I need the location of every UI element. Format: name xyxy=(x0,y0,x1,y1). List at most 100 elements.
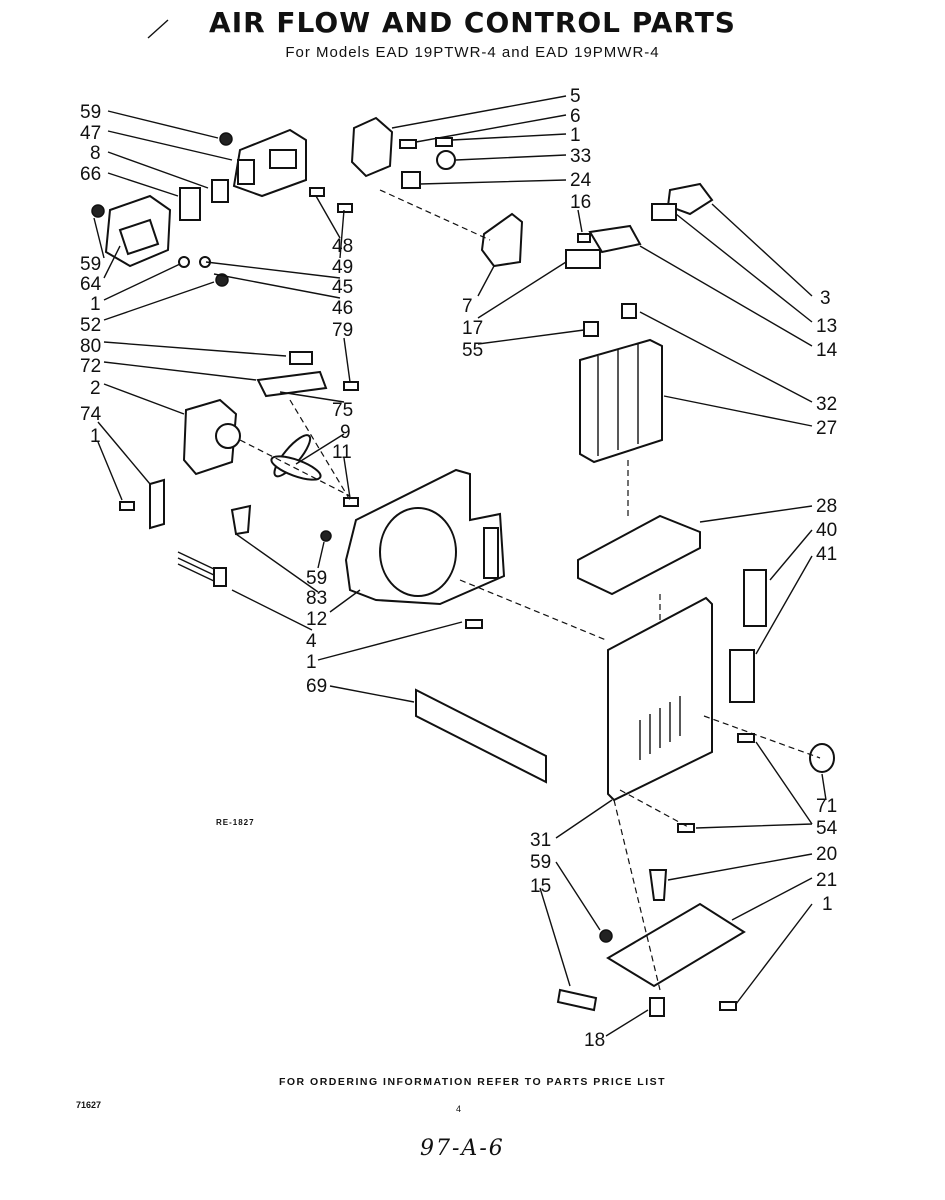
label-52: 52 xyxy=(80,315,101,336)
label-5: 5 xyxy=(570,86,581,107)
center-labels: 48 49 45 46 79 75 9 11 7 17 55 xyxy=(332,236,483,463)
label-48: 48 xyxy=(332,236,353,257)
label-40: 40 xyxy=(816,520,837,541)
part-8-clip xyxy=(211,179,229,203)
part-33-knob xyxy=(436,150,456,170)
label-49: 49 xyxy=(332,257,353,278)
part-1-screw-top xyxy=(435,137,453,147)
label-9: 9 xyxy=(340,422,351,443)
page-title: AIR FLOW AND CONTROL PARTS xyxy=(209,6,736,39)
label-33: 33 xyxy=(570,146,591,167)
right-labels: 5 6 1 33 24 16 3 13 14 32 27 28 40 41 71… xyxy=(570,86,838,915)
part-9-fan-blade xyxy=(270,434,322,481)
part-69-trim xyxy=(415,688,547,784)
part-59-nut-top xyxy=(219,132,233,146)
label-15: 15 xyxy=(530,876,551,897)
label-1c: 1 xyxy=(306,652,317,673)
part-74-bracket xyxy=(149,478,165,530)
label-83: 83 xyxy=(306,588,327,609)
label-27: 27 xyxy=(816,418,837,439)
label-11: 11 xyxy=(332,442,352,463)
part-28-tray xyxy=(577,514,701,596)
label-79: 79 xyxy=(332,320,353,341)
label-8: 8 xyxy=(90,143,101,164)
part-49-screw xyxy=(337,203,353,213)
label-74: 74 xyxy=(80,404,102,425)
label-1b: 1 xyxy=(90,426,101,447)
bottom-labels: 31 59 15 18 xyxy=(530,830,605,1051)
label-7: 7 xyxy=(462,296,473,317)
label-18: 18 xyxy=(584,1030,605,1051)
label-55: 55 xyxy=(462,340,483,361)
part-59-nut-left xyxy=(91,204,105,218)
label-14: 14 xyxy=(816,340,838,361)
part-72-bracket xyxy=(256,370,328,398)
part-83-clip xyxy=(230,504,252,536)
left-labels: 59 47 8 66 59 64 1 52 80 72 2 74 1 59 83… xyxy=(80,102,327,697)
label-16: 16 xyxy=(570,192,591,213)
label-59b: 59 xyxy=(80,254,101,275)
part-41-cover xyxy=(729,649,755,703)
part-47-control-housing xyxy=(232,128,307,198)
part-66-gasket xyxy=(179,187,201,221)
label-59d: 59 xyxy=(530,852,551,873)
label-66: 66 xyxy=(80,164,101,185)
ordering-note: FOR ORDERING INFORMATION REFER TO PARTS … xyxy=(278,1076,667,1088)
part-52-knob xyxy=(215,273,229,287)
part-79-screw xyxy=(343,381,359,391)
part-24-bracket xyxy=(401,171,421,189)
label-46: 46 xyxy=(332,298,353,319)
part-2-fan-motor xyxy=(182,398,241,476)
part-11-screw xyxy=(343,497,359,507)
label-59: 59 xyxy=(80,102,101,123)
part-16-screw xyxy=(577,233,591,243)
part-5-thermostat xyxy=(350,116,394,178)
part-18-plug xyxy=(649,997,665,1017)
part-54-screw-b xyxy=(677,823,695,833)
label-20: 20 xyxy=(816,844,837,865)
label-17: 17 xyxy=(462,318,483,339)
label-24: 24 xyxy=(570,170,592,191)
part-40-baffle xyxy=(743,569,767,627)
label-21: 21 xyxy=(816,870,837,891)
part-59-nut-bottom xyxy=(599,929,613,943)
label-54: 54 xyxy=(816,818,838,839)
label-1d: 1 xyxy=(570,125,581,146)
label-12: 12 xyxy=(306,609,327,630)
label-75: 75 xyxy=(332,400,353,421)
part-80-relay xyxy=(289,351,313,365)
part-31-rear-panel xyxy=(607,596,713,802)
page-number: 4 xyxy=(456,1104,462,1114)
label-2: 2 xyxy=(90,378,101,399)
part-14-lever xyxy=(588,224,642,254)
page-subtitle: For Models EAD 19PTWR-4 and EAD 19PMWR-4 xyxy=(285,44,660,61)
part-12-fan-shroud xyxy=(344,468,506,606)
label-13: 13 xyxy=(816,316,837,337)
handwritten-note: 97-A-6 xyxy=(420,1136,505,1161)
part-6-screw xyxy=(399,139,417,149)
part-15-gasket xyxy=(556,988,598,1012)
part-7-cover xyxy=(480,212,524,268)
label-4: 4 xyxy=(306,631,317,652)
label-1e: 1 xyxy=(822,894,833,915)
part-1-screw-a xyxy=(178,256,190,268)
label-59c: 59 xyxy=(306,568,327,589)
label-45: 45 xyxy=(332,277,353,298)
part-21-drain-tray xyxy=(606,902,746,988)
document-code: 71627 xyxy=(76,1100,102,1110)
label-32: 32 xyxy=(816,394,837,415)
part-55-clip xyxy=(583,321,599,337)
label-71: 71 xyxy=(816,796,837,817)
part-1-screw-b xyxy=(119,501,135,511)
label-64: 64 xyxy=(80,274,102,295)
label-69: 69 xyxy=(306,676,327,697)
part-1-screw-d xyxy=(719,1001,737,1011)
part-71-knob xyxy=(809,743,835,773)
part-17-mount xyxy=(565,249,601,269)
part-13-switch xyxy=(651,203,677,221)
label-41: 41 xyxy=(816,544,837,565)
part-59-nut-mid xyxy=(320,530,332,542)
label-3: 3 xyxy=(820,288,831,309)
part-48-screw xyxy=(309,187,325,197)
